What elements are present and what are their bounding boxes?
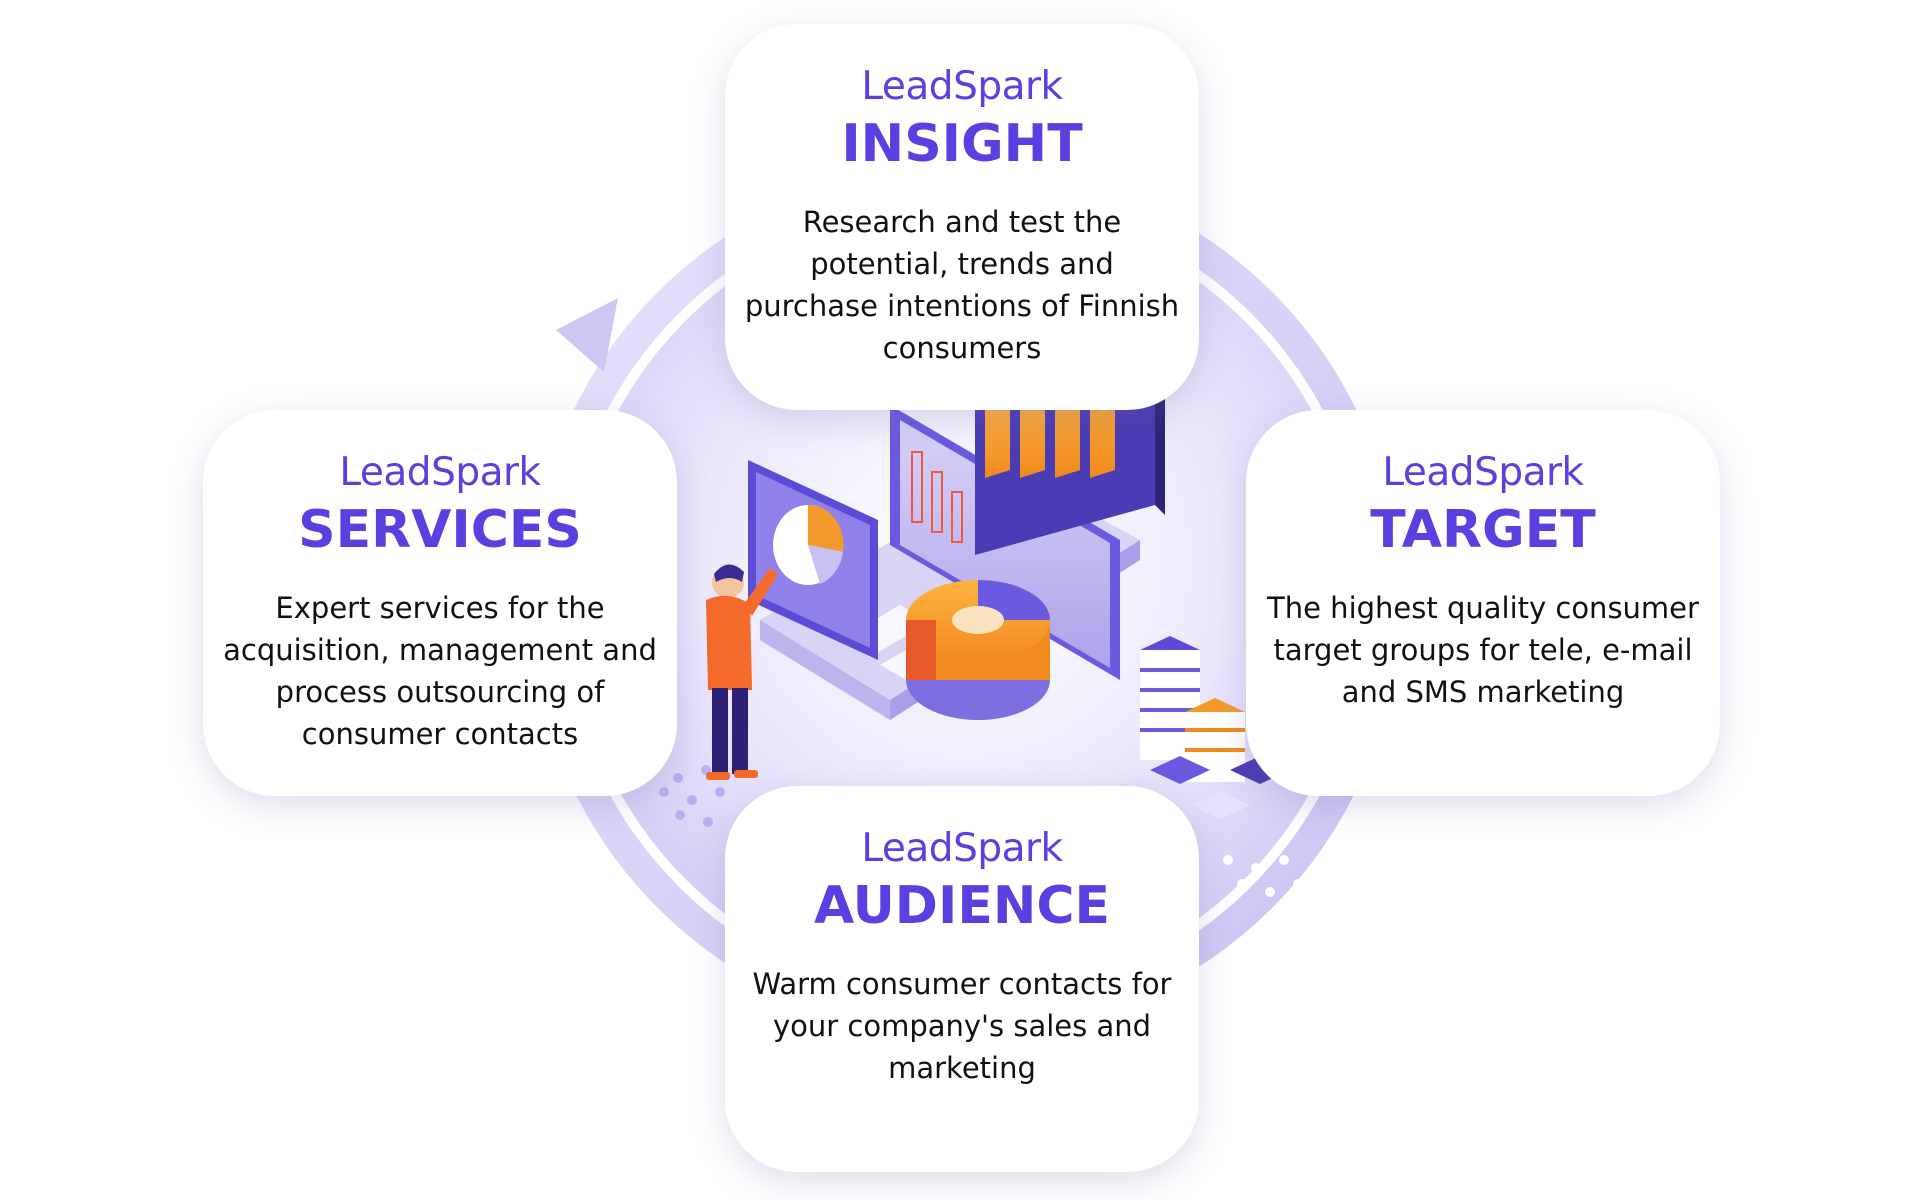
line-bars-icon [911, 451, 963, 543]
card-target: LeadSpark TARGET The highest quality con… [1246, 410, 1720, 796]
card-title: INSIGHT [841, 113, 1083, 174]
card-brand: LeadSpark [1382, 450, 1584, 495]
card-brand: LeadSpark [339, 450, 541, 495]
card-description: Warm consumer contacts for your company'… [752, 967, 1172, 1086]
person-icon [706, 564, 778, 780]
tablet-pie-icon [748, 460, 878, 660]
cycle-arrow-icon [556, 298, 618, 372]
card-insight: LeadSpark INSIGHT Research and test the … [725, 24, 1199, 410]
card-brand: LeadSpark [861, 826, 1063, 871]
card-brand: LeadSpark [861, 64, 1063, 109]
card-description: Expert services for the acquisition, man… [223, 591, 657, 752]
card-description: The highest quality consumer target grou… [1267, 591, 1699, 710]
card-audience: LeadSpark AUDIENCE Warm consumer contact… [725, 786, 1199, 1172]
card-services: LeadSpark SERVICES Expert services for t… [203, 410, 677, 796]
pie-chart-icon [906, 580, 1050, 720]
card-description: Research and test the potential, trends … [744, 205, 1180, 366]
card-title: TARGET [1370, 499, 1596, 560]
card-title: SERVICES [298, 499, 582, 560]
card-title: AUDIENCE [813, 875, 1111, 936]
